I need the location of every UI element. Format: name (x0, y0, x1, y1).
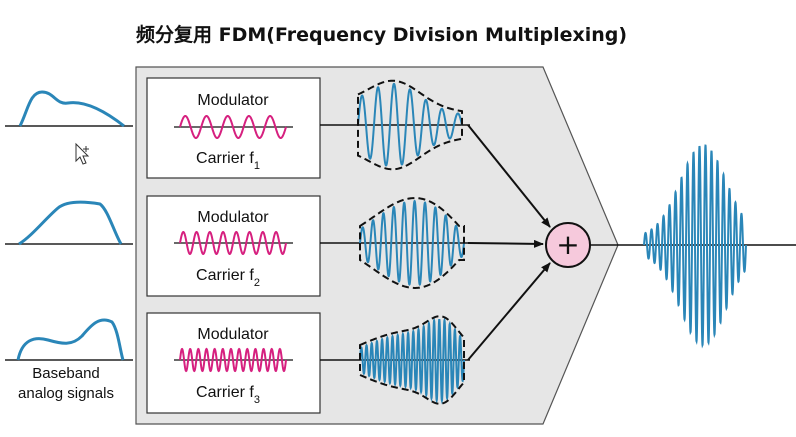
carrier-wave-3 (174, 347, 293, 373)
baseband-label-line2: analog signals (18, 385, 114, 402)
carrier-label: Carrier f (196, 267, 254, 284)
arrow-2 (467, 239, 544, 248)
multiplexed-output-signal (590, 144, 796, 349)
baseband-signal-2 (5, 200, 133, 246)
page-title: 频分复用 FDM(Frequency Division Multiplexing… (136, 24, 628, 46)
svg-text:Carrier f2: Carrier f2 (196, 267, 260, 289)
carrier-subscript: 2 (254, 277, 260, 289)
svg-text:Carrier f1: Carrier f1 (196, 150, 260, 172)
modulator-box-2: Modulator Carrier f2 (146, 195, 321, 297)
svg-text:Carrier f3: Carrier f3 (196, 384, 260, 406)
modulated-signal-2 (320, 197, 470, 289)
modulator-label: Modulator (197, 326, 269, 343)
arrow-3 (467, 262, 551, 361)
modulated-signal-1 (320, 79, 470, 171)
mouse-pointer-icon (75, 142, 90, 165)
modulator-label: Modulator (197, 92, 269, 109)
carrier-label: Carrier f (196, 384, 254, 401)
baseband-signal-1 (5, 90, 133, 128)
baseband-label-line1: Baseband (32, 365, 100, 382)
modulator-box-3: Modulator Carrier f3 (146, 312, 321, 414)
carrier-subscript: 1 (254, 160, 260, 172)
combiner-adder: + (545, 222, 591, 268)
baseband-signal-3 (5, 318, 133, 361)
carrier-subscript: 3 (254, 394, 260, 406)
modulated-signal-3 (320, 315, 470, 405)
arrow-1 (467, 124, 551, 228)
modulator-box-1: Modulator Carrier f1 (146, 77, 321, 179)
plus-icon: + (556, 228, 579, 261)
carrier-wave-2 (174, 231, 293, 255)
modulator-label: Modulator (197, 209, 269, 226)
carrier-label: Carrier f (196, 150, 254, 167)
carrier-wave-1 (174, 114, 293, 140)
